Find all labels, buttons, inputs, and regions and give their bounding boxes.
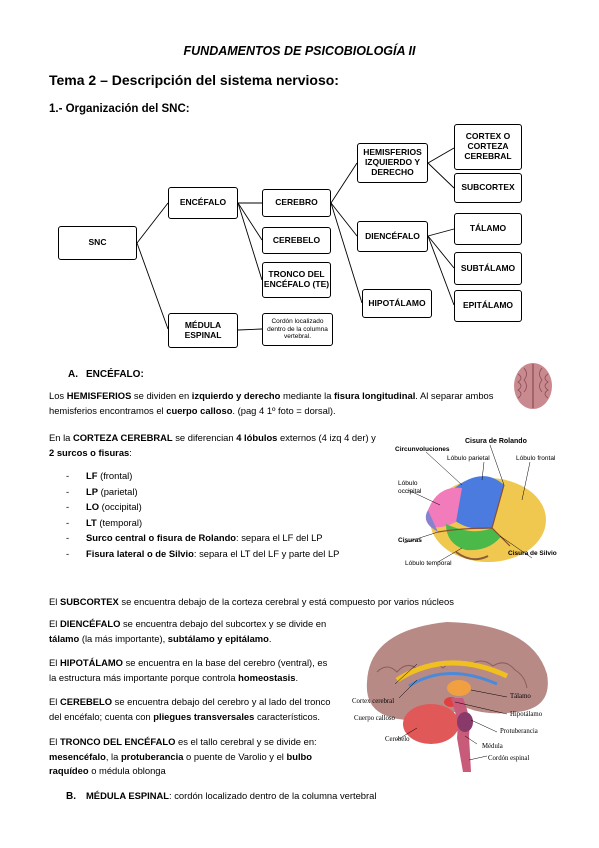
topic-heading: Tema 2 – Descripción del sistema nervios… (49, 72, 339, 88)
section-heading: 1.- Organización del SNC: (49, 103, 190, 115)
list-item: LP (parietal) (66, 486, 339, 502)
node-cerebro: CEREBRO (262, 189, 331, 217)
paragraph-hemisferios: Los HEMISFERIOS se dividen en izquierdo … (49, 390, 494, 416)
node-encefalo: ENCÉFALO (168, 187, 238, 219)
list-item: Surco central o fisura de Rolando: separ… (66, 532, 339, 548)
list-item: LO (occipital) (66, 501, 339, 517)
label-circunvoluciones: Circunvoluciones (395, 446, 450, 453)
node-hemisferios: HEMISFERIOS IZQUIERDO Y DERECHO (357, 143, 428, 183)
paragraph-subcortex: El SUBCORTEX se encuentra debajo de la c… (49, 596, 454, 607)
list-item: Fisura lateral o de Silvio: separa el LT… (66, 548, 339, 564)
label-cerebelo: Cerebelo (385, 736, 410, 743)
node-cordon: Cordón localizado dentro de la columna v… (262, 313, 333, 346)
list-item: LT (temporal) (66, 517, 339, 533)
paragraph-hipotalamo: El HIPOTÁLAMO se encuentra en la base de… (49, 657, 328, 683)
label-cisura-rolando: Cisura de Rolando (465, 438, 527, 445)
label-lobulo-frontal: Lóbulo frontal (516, 455, 556, 462)
node-hipotalamo: HIPOTÁLAMO (362, 289, 432, 318)
node-epitalamo: EPITÁLAMO (454, 290, 522, 322)
node-subtalamo: SUBTÁLAMO (454, 252, 522, 285)
section-a-title: ENCÉFALO: (86, 369, 144, 380)
paragraph-tronco: El TRONCO DEL ENCÉFALO es el tallo cereb… (49, 736, 317, 777)
label-cisura-silvio: Cisura de Silvio (508, 550, 557, 557)
paragraph-cerebelo: El CEREBELO se encuentra debajo del cere… (49, 696, 331, 722)
node-cerebelo: CEREBELO (262, 227, 331, 254)
label-medula: Médula (482, 743, 503, 750)
label-cortex-cerebral: Cortex cerebral (352, 698, 395, 705)
brain-sagittal-figure (366, 622, 548, 772)
label-cisuras: Cisuras (398, 537, 422, 544)
section-b-title: MÉDULA ESPINAL (86, 790, 169, 801)
section-b-letter: B. (66, 791, 76, 802)
paragraph-corteza: En la CORTEZA CEREBRAL se diferencian 4 … (49, 432, 376, 458)
brain-dorsal-thumbnail (514, 363, 552, 409)
document-title: FUNDAMENTOS DE PSICOBIOLOGÍA II (183, 44, 416, 58)
label-cuerpo-calloso: Cuerpo calloso (354, 715, 395, 722)
node-cortex: CORTEX O CORTEZA CEREBRAL (454, 124, 522, 170)
section-b-line: MÉDULA ESPINAL: cordón localizado dentro… (86, 790, 377, 801)
section-a-letter: A. (68, 369, 78, 380)
node-tronco: TRONCO DEL ENCÉFALO (TE) (262, 262, 331, 298)
node-talamo: TÁLAMO (454, 213, 522, 245)
list-item: LF (frontal) (66, 470, 339, 486)
label-cordon-espinal: Cordón espinal (488, 755, 530, 762)
label-lobulo-occipital: Lóbulo occipital (398, 480, 422, 495)
label-protuberancia: Protuberancia (500, 728, 538, 735)
node-snc: SNC (58, 226, 137, 260)
label-talamo: Tálamo (510, 693, 531, 700)
label-lobulo-parietal: Lóbulo parietal (447, 455, 490, 462)
node-diencefalo: DIENCÉFALO (357, 221, 428, 252)
label-lobulo-temporal: Lóbulo temporal (405, 560, 452, 567)
lobulos-list: LF (frontal) LP (parietal) LO (occipital… (66, 470, 339, 563)
paragraph-diencefalo: El DIENCÉFALO se encuentra debajo del su… (49, 618, 327, 644)
node-subcortex: SUBCORTEX (454, 173, 522, 203)
node-medula: MÉDULA ESPINAL (168, 313, 238, 348)
label-hipotalamo: Hipotálamo (510, 711, 543, 718)
brain-lobes-figure (403, 444, 546, 563)
